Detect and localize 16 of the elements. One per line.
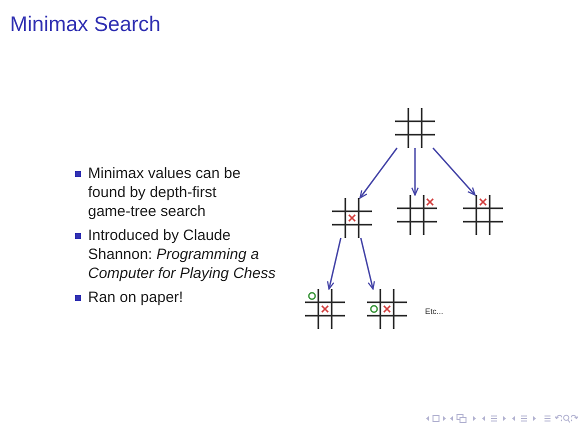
arrow [359,148,398,199]
arrow [326,238,342,290]
tic-tac-toe-board [395,108,435,148]
note-text: Etc... [425,307,444,316]
tic-tac-toe-board [397,195,437,235]
tic-tac-toe-board [305,289,345,329]
bullet-text: Ran on paper! [88,288,184,307]
arrow [432,148,476,196]
arrow [360,238,376,290]
tic-tac-toe-board [463,195,503,235]
slide-title: Minimax Search [10,13,161,37]
arrow [411,148,419,196]
bullet-text: Minimax values can be found by depth-first game-tree search [88,164,242,221]
bullet-text: Introduced by Claude Shannon: Programming a Computer for Playing Chess [88,226,277,283]
tic-tac-toe-board [367,289,407,329]
tic-tac-toe-board [332,198,372,238]
